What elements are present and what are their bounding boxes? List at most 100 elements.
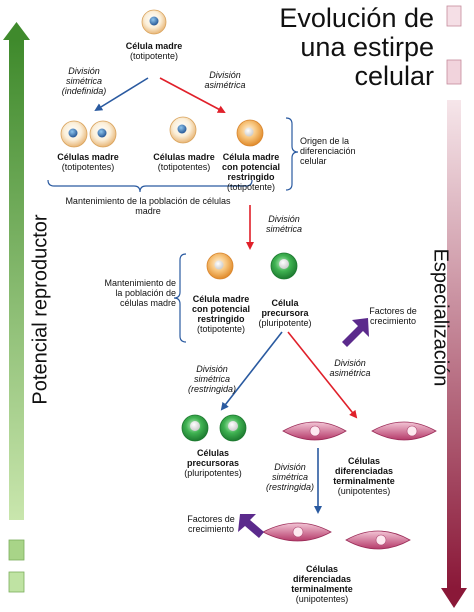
div-restr-1-l2: simétrica — [193, 374, 230, 385]
div-restr-1-l3: (restringida) — [187, 384, 236, 395]
growth-factors-2-l1: Factores de — [187, 514, 235, 524]
precursor-l1: Célula — [271, 298, 299, 308]
differentiated-cell-1 — [282, 421, 347, 441]
div-sym-2-l2: simétrica — [265, 224, 302, 235]
div-asym-2-l1: División — [334, 358, 366, 368]
differentiated-cells-label-1: Células diferenciadas terminalmente (uni… — [322, 456, 406, 496]
div-restr-2-l1: División — [274, 462, 306, 472]
div-asym-1-l1: División — [209, 70, 241, 80]
restricted-2-l3: restringido — [197, 314, 245, 325]
diff-2-l3: terminalmente — [291, 584, 353, 595]
maint-2-l2: la población de — [115, 288, 176, 299]
maintenance-note-2: Mantenimiento de la población de células… — [90, 278, 176, 308]
maintenance-brace-2 — [173, 253, 187, 343]
title-line-2: una estirpe — [300, 32, 434, 63]
differentiated-cell-4 — [345, 530, 411, 550]
specialization-bar — [441, 5, 467, 608]
precursors-label: Células precursoras (pluripotentes) — [176, 448, 250, 478]
diff-2-l2: diferenciadas — [292, 574, 352, 585]
label-division-restricted-2: División simétrica (restringida) — [258, 462, 322, 492]
restricted-cell-1-label: Célula madre con potencial restringido (… — [214, 152, 288, 192]
differentiated-cell-3 — [262, 522, 332, 542]
title-line-1: Evolución de — [279, 3, 434, 33]
stem-cell-left — [60, 120, 88, 148]
right-axis-label: Especialización — [429, 248, 452, 387]
restricted-2-l2: con potencial — [191, 304, 250, 315]
arrow-symmetric-restricted — [220, 331, 283, 411]
restricted-1-l3: restringido — [227, 172, 275, 183]
label-division-asymmetric-2: División asimétrica — [320, 358, 380, 378]
growth-factors-1-l1: Factores de — [369, 306, 417, 316]
maint-1-l1: Mantenimiento de la población de células — [65, 196, 231, 206]
stem-cells-left-name: Células madre — [57, 152, 119, 162]
arrow-symmetric-indefinite — [94, 77, 149, 112]
restricted-1-l2: con potencial — [221, 162, 280, 173]
growth-factors-label-2: Factores de crecimiento — [180, 514, 242, 534]
diff-2-l4: (unipotentes) — [295, 594, 349, 605]
diff-1-l2: diferenciadas — [334, 466, 394, 477]
stem-cells-label-right: Células madre (totipotentes) — [144, 152, 224, 172]
div-asym-1-l2: asimétrica — [204, 80, 246, 91]
origin-note-l3: celular — [300, 156, 327, 167]
diff-1-l4: (unipotentes) — [337, 486, 391, 497]
precursor-cell-left — [181, 414, 209, 442]
stem-cells-left-type: (totipotentes) — [61, 162, 115, 173]
maintenance-brace-1 — [47, 179, 253, 193]
restricted-2-l4: (totipotente) — [196, 324, 246, 335]
origin-note-l2: diferenciación — [300, 146, 356, 157]
div-sym-2-l1: División — [268, 214, 300, 224]
label-division-asymmetric-1: División asimétrica — [190, 70, 260, 90]
div-indef-l2: simétrica — [65, 76, 102, 87]
div-indef-l1: División — [68, 66, 100, 76]
restricted-cell-2 — [206, 252, 234, 280]
reproductive-potential-bar — [3, 22, 30, 593]
restricted-1-l4: (totipotente) — [226, 182, 276, 193]
precursor-label: Célula precursora (pluripotente) — [254, 298, 316, 328]
maint-2-l1: Mantenimiento de — [104, 278, 176, 288]
stem-cell-middle-right — [169, 116, 197, 144]
title-line-3: celular — [354, 61, 434, 92]
restricted-1-l1: Célula madre — [222, 152, 280, 162]
differentiated-cells-label-2: Células diferenciadas terminalmente (uni… — [280, 564, 364, 604]
origin-note: Origen de la diferenciación celular — [300, 136, 378, 166]
precursors-l2: precursoras — [186, 458, 240, 469]
stem-cells-label-left: Células madre (totipotentes) — [48, 152, 128, 172]
stem-cell-middle-left — [89, 120, 117, 148]
growth-factors-label-1: Factores de crecimiento — [360, 306, 426, 326]
diagram-title: Evolución de una estirpe celular — [279, 3, 434, 92]
arrow-asymmetric-2 — [287, 331, 358, 419]
growth-factor-arrow-2 — [238, 514, 264, 538]
div-restr-1-l1: División — [196, 364, 228, 374]
differentiated-cell-2 — [371, 421, 437, 441]
top-stem-cell — [141, 9, 167, 35]
diff-2-l1: Células — [305, 564, 338, 574]
left-axis-label: Potencial reproductor — [29, 214, 52, 405]
growth-factor-arrow-1 — [342, 318, 369, 347]
top-cell-label: Célula madre (totipotente) — [104, 41, 204, 61]
precursor-l2: precursora — [261, 308, 309, 319]
div-asym-2-l2: asimétrica — [329, 368, 371, 379]
div-restr-2-l2: simétrica — [271, 472, 308, 483]
top-cell-name: Célula madre — [125, 41, 183, 51]
stem-cells-right-name: Células madre — [153, 152, 215, 162]
label-division-2: División simétrica — [254, 214, 314, 234]
maint-2-l3: células madre — [119, 298, 176, 309]
maint-1-l2: madre — [135, 206, 161, 217]
arrow-asymmetric-1 — [159, 77, 226, 113]
div-restr-2-l3: (restringida) — [265, 482, 314, 493]
origin-note-l1: Origen de la — [300, 136, 350, 146]
precursor-cell — [270, 252, 298, 280]
precursors-l1: Células — [196, 448, 229, 458]
top-cell-type: (totipotente) — [129, 51, 179, 62]
label-division-indefinite: División simétrica (indefinida) — [48, 66, 120, 96]
maintenance-note-1: Mantenimiento de la población de células… — [38, 196, 258, 216]
stem-cells-right-type: (totipotentes) — [157, 162, 211, 173]
origin-brace — [285, 117, 299, 191]
restricted-cell-2-label: Célula madre con potencial restringido (… — [184, 294, 258, 334]
growth-factors-2-l2: crecimiento — [187, 524, 234, 535]
div-indef-l3: (indefinida) — [61, 86, 107, 97]
precursor-l3: (pluripotente) — [258, 318, 312, 329]
growth-factors-1-l2: crecimiento — [369, 316, 416, 327]
precursors-l3: (pluripotentes) — [184, 468, 242, 479]
